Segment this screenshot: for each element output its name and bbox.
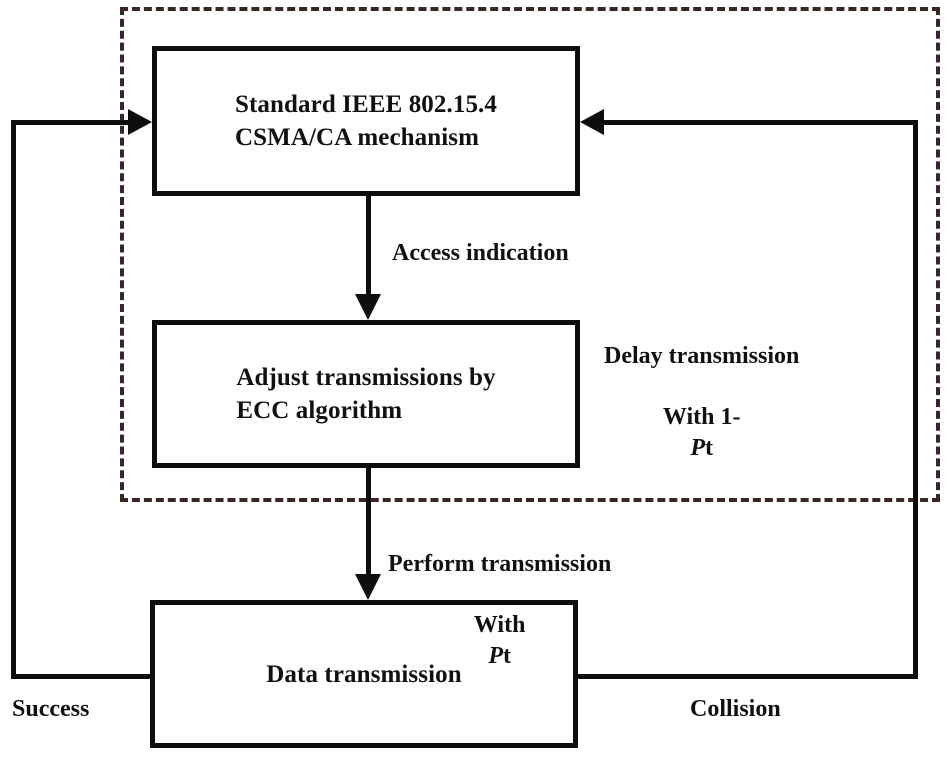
edge-collision-bottom-segment — [576, 674, 918, 679]
node-standard-csma-ca[interactable]: Standard IEEE 802.15.4 CSMA/CA mechanism — [152, 46, 580, 196]
edge-success-vertical-segment — [11, 120, 16, 678]
edge-success-top-segment — [11, 120, 129, 125]
edge-label-access-indication: Access indication — [392, 240, 569, 266]
edge-label-collision: Collision — [690, 696, 781, 722]
edge-label-delay-line1: Delay transmission — [604, 342, 800, 369]
edge-label-delay-transmission: Delay transmission With 1- Pt — [604, 310, 799, 464]
edge-label-perform-symbol-p: P — [488, 642, 503, 669]
edge-success-bottom-segment — [11, 674, 153, 679]
edge-collision-arrowhead — [580, 109, 604, 135]
dashed-group-region — [120, 7, 940, 502]
node-adjust-transmissions-ecc-label: Adjust transmissions by ECC algorithm — [236, 364, 496, 424]
node-data-transmission[interactable]: Data transmission — [150, 600, 578, 748]
edge-collision-top-segment — [604, 120, 918, 125]
edge-ecc-to-data-stem — [366, 468, 371, 576]
edge-label-perform-symbol-t: t — [502, 642, 511, 669]
edge-label-success: Success — [12, 696, 90, 722]
node-data-transmission-label: Data transmission — [266, 660, 462, 688]
edge-label-perform-transmission: Perform transmission With Pt — [388, 518, 611, 672]
node-standard-csma-ca-label: Standard IEEE 802.15.4 CSMA/CA mechanism — [235, 91, 497, 151]
edge-label-delay-line2-prefix: With 1- — [662, 404, 741, 431]
edge-success-arrowhead — [128, 109, 152, 135]
edge-csma-to-ecc-stem — [366, 196, 371, 296]
edge-ecc-to-data-arrowhead — [355, 574, 381, 600]
node-adjust-transmissions-ecc[interactable]: Adjust transmissions by ECC algorithm — [152, 320, 580, 468]
edge-label-perform-line1: Perform transmission — [388, 550, 612, 577]
edge-csma-to-ecc-arrowhead — [355, 294, 381, 320]
edge-label-delay-symbol-p: P — [690, 434, 705, 461]
edge-collision-vertical-segment — [913, 120, 918, 678]
edge-label-perform-line2-prefix: With — [473, 612, 526, 639]
edge-label-delay-symbol-t: t — [705, 434, 713, 461]
